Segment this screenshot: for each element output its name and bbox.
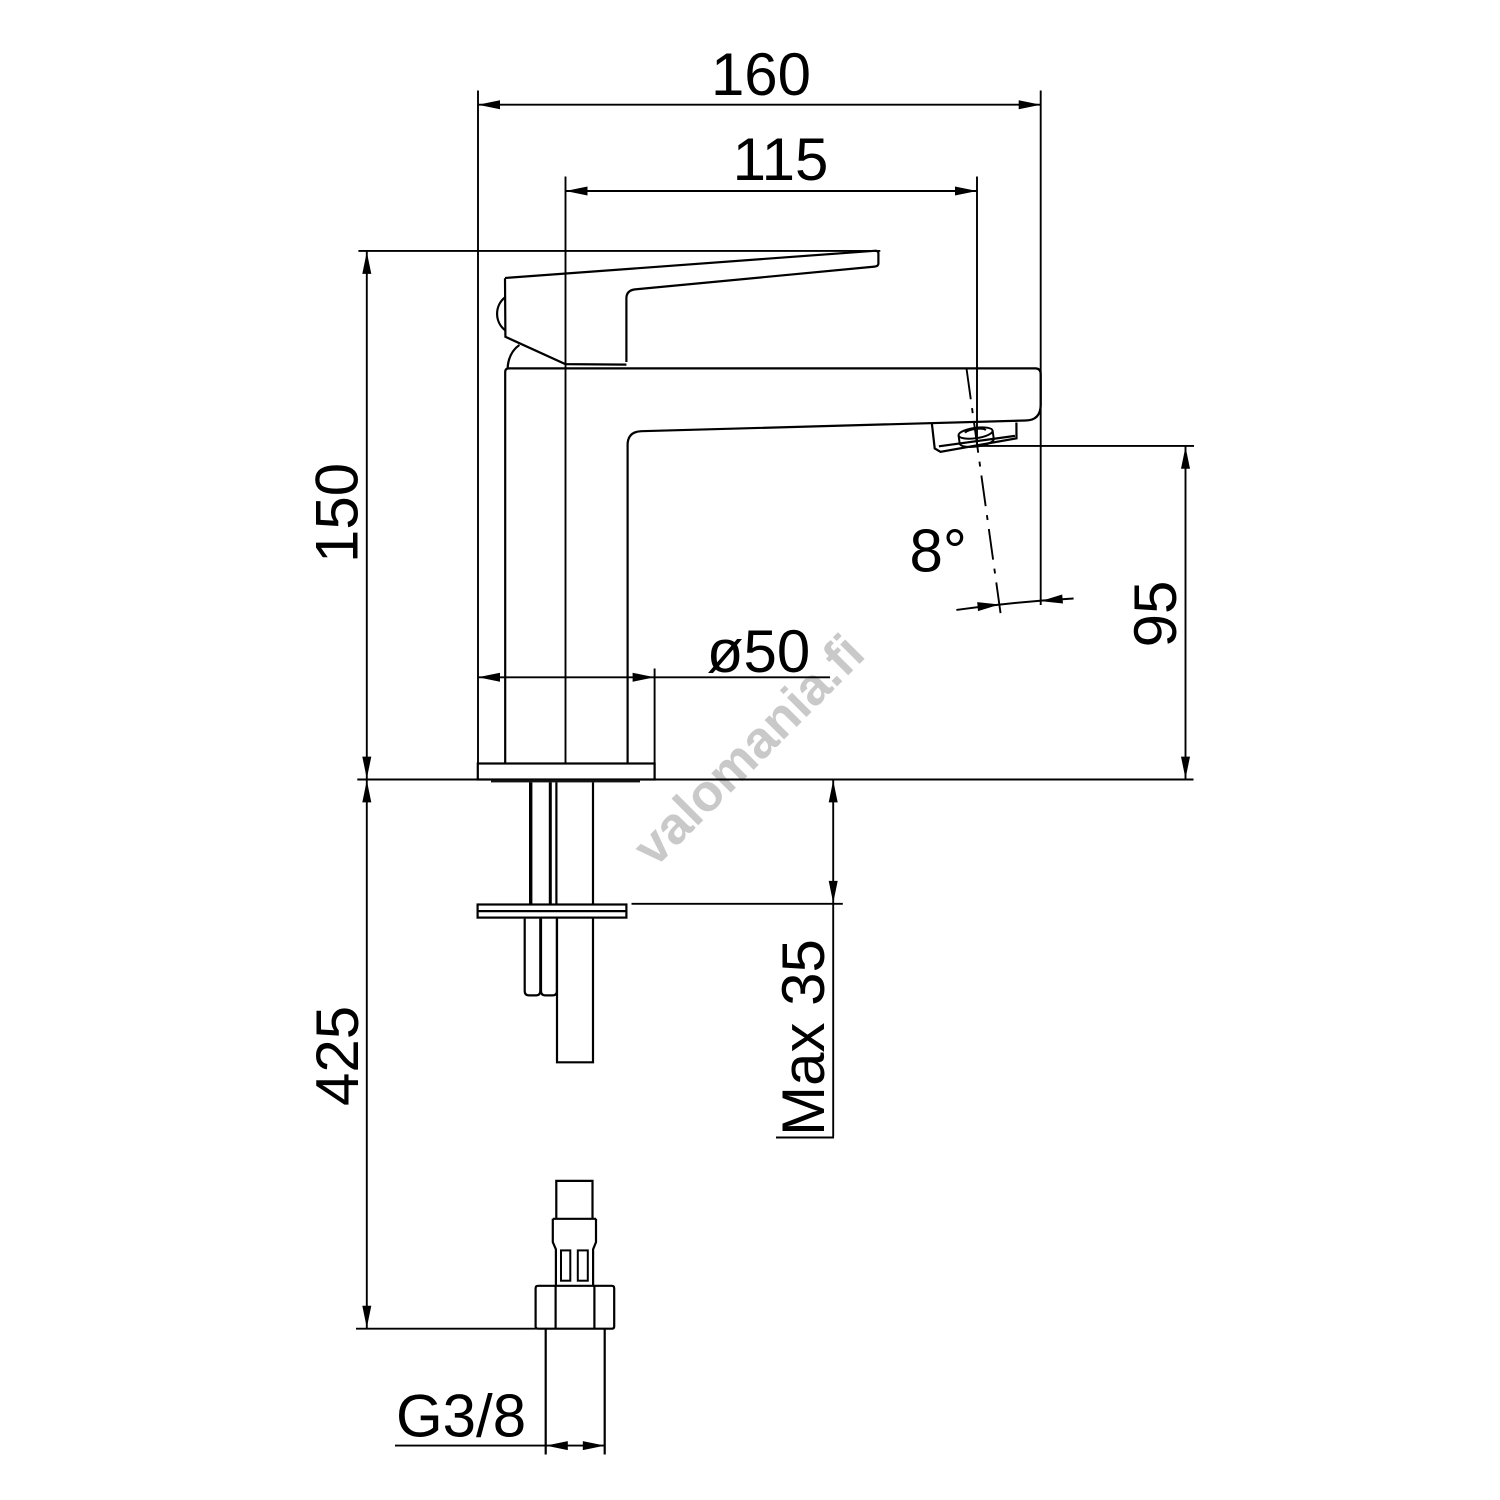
svg-text:G3/8: G3/8 xyxy=(396,1383,526,1450)
svg-text:115: 115 xyxy=(733,126,829,193)
svg-text:8°: 8° xyxy=(910,518,967,585)
svg-text:Max 35: Max 35 xyxy=(770,939,837,1136)
svg-text:160: 160 xyxy=(711,41,811,108)
svg-text:150: 150 xyxy=(304,463,371,563)
svg-text:425: 425 xyxy=(304,1006,371,1106)
svg-text:95: 95 xyxy=(1122,581,1189,648)
svg-text:ø50: ø50 xyxy=(707,618,810,685)
